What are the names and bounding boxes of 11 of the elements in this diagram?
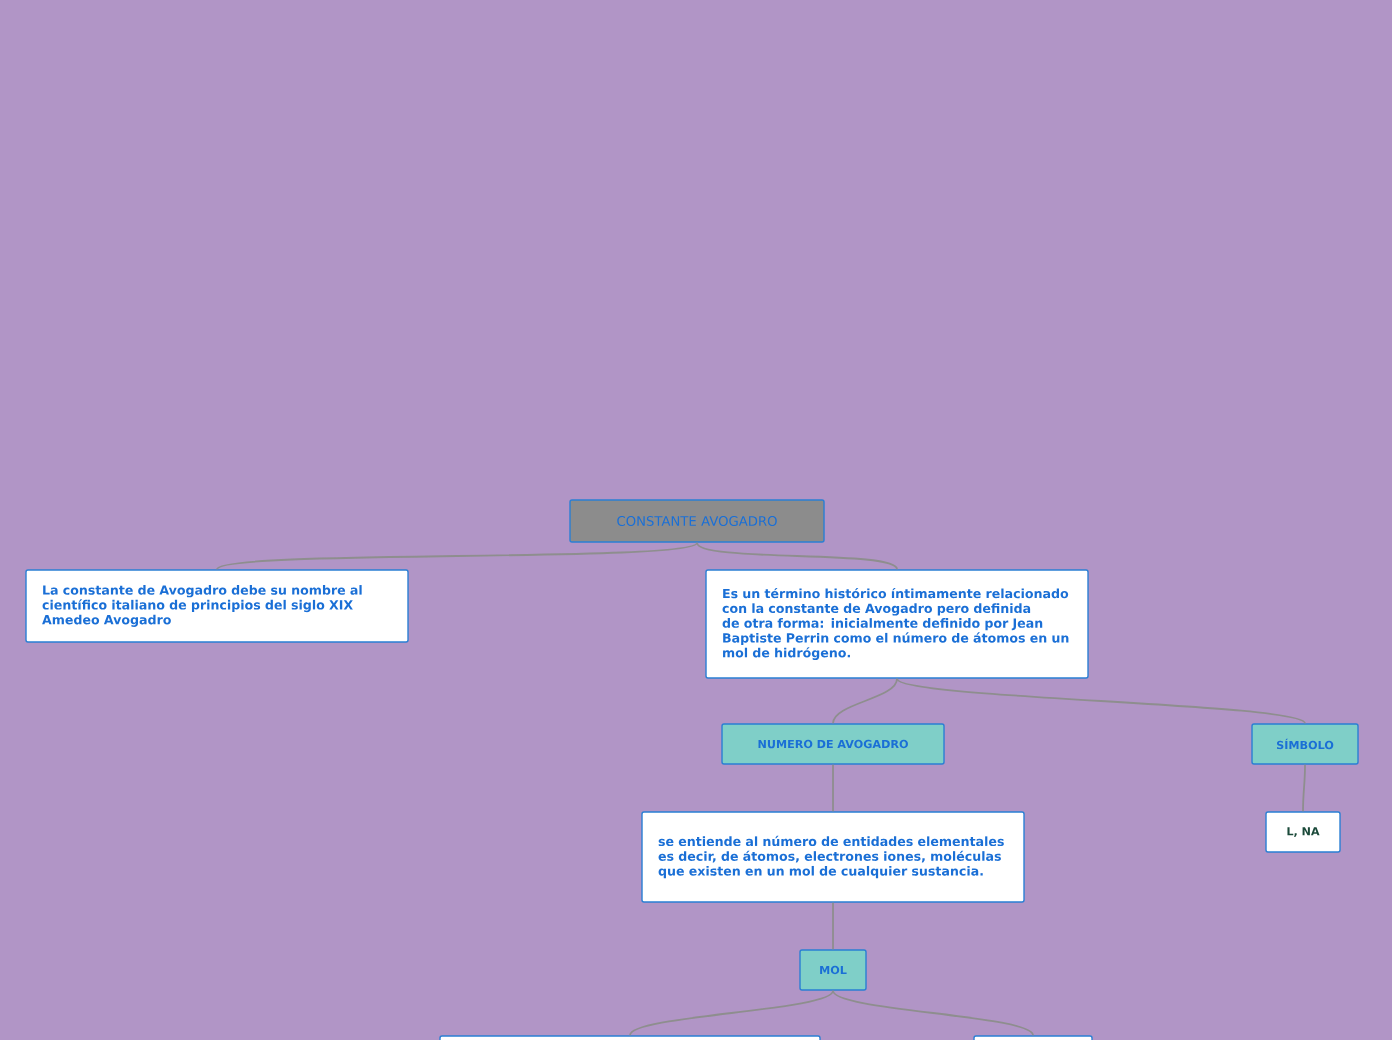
connector-line [696, 541, 898, 571]
connector-line [216, 541, 698, 571]
empty-box [439, 1035, 821, 1040]
connector-line [832, 901, 834, 951]
connector-line [832, 763, 834, 813]
connector-line [832, 989, 1034, 1037]
connector-line [629, 989, 834, 1037]
connector-line [896, 677, 1306, 725]
empty-box [973, 1035, 1093, 1040]
connector-line [832, 677, 898, 725]
connector-line [1302, 763, 1306, 813]
